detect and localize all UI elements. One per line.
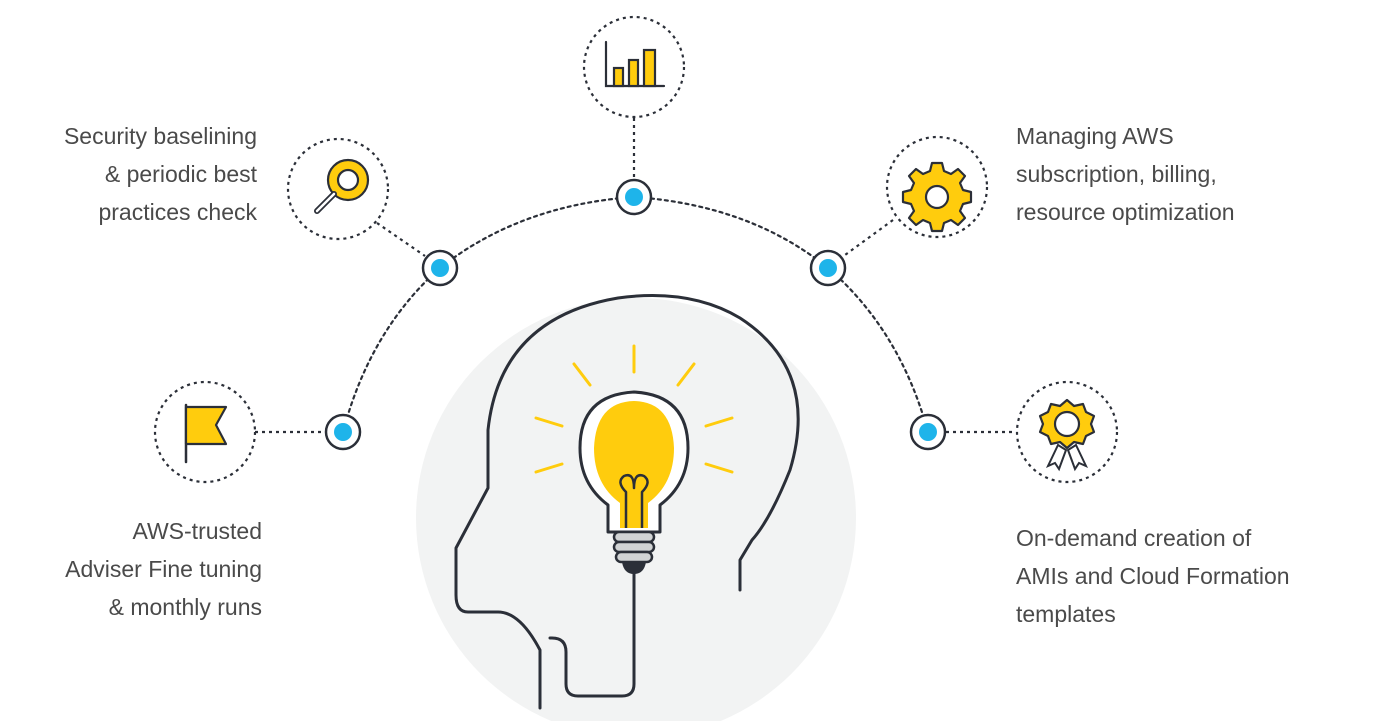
ami-templates-line-3: templates [1016, 601, 1116, 627]
security-line-3: practices check [98, 199, 257, 225]
node-security [421, 249, 459, 287]
node-flag [324, 413, 362, 451]
bulb-wire [548, 572, 636, 698]
aws-billing-line-1: Managing AWS [1016, 123, 1174, 149]
node-award [909, 413, 947, 451]
ami-templates-line-1: On-demand creation of [1016, 525, 1252, 551]
security-line-2: & periodic best [104, 161, 257, 187]
gear-icon [901, 161, 973, 233]
connector-spoke-gear [844, 219, 894, 256]
connector-spoke-security [376, 222, 426, 257]
node-chart [615, 178, 653, 216]
light-rays [534, 344, 734, 474]
ami-templates-line-2: AMIs and Cloud Formation [1016, 563, 1290, 589]
flag-icon [184, 403, 228, 464]
aws-billing-line-2: subscription, billing, [1016, 161, 1217, 187]
trusted-adviser-line-3: & monthly runs [108, 594, 262, 620]
security-label: Security baselining & periodic best prac… [0, 117, 257, 231]
head-profile-outline [454, 294, 800, 710]
trusted-adviser-line-1: AWS-trusted [132, 518, 262, 544]
ami-templates-label: On-demand creation of AMIs and Cloud For… [1016, 519, 1376, 633]
aws-billing-label: Managing AWS subscription, billing, reso… [1016, 117, 1346, 231]
aws-billing-line-3: resource optimization [1016, 199, 1235, 225]
security-line-1: Security baselining [63, 123, 257, 149]
lightbulb-illustration [578, 390, 690, 574]
bar-chart-icon [604, 40, 666, 88]
magnifier-icon [314, 158, 370, 214]
node-gear [809, 249, 847, 287]
award-badge-icon [1038, 398, 1096, 472]
trusted-adviser-line-2: Adviser Fine tuning [65, 556, 262, 582]
trusted-adviser-label: AWS-trusted Adviser Fine tuning & monthl… [0, 512, 262, 626]
